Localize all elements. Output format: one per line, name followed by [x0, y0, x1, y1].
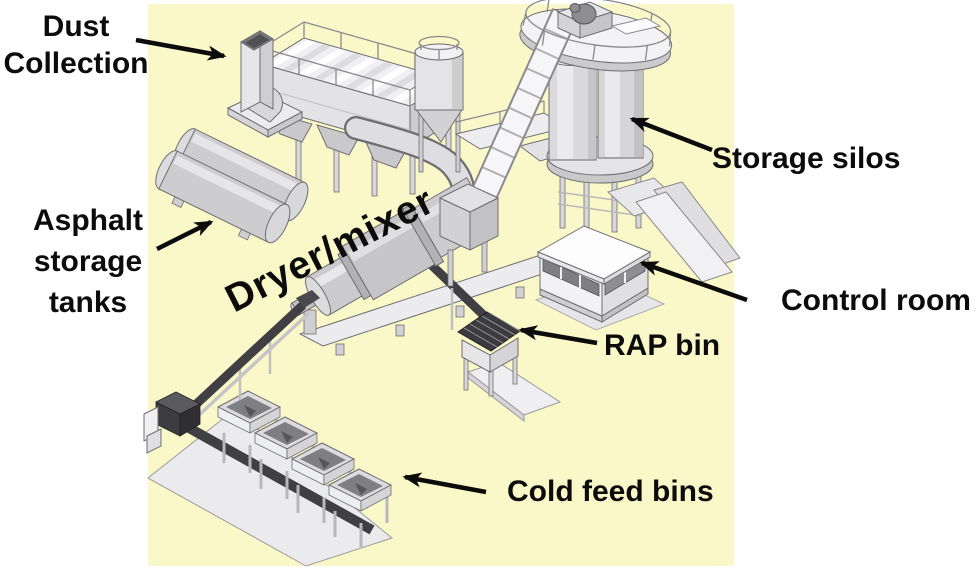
label-asphalt-storage-tanks: Asphalt storage tanks [6, 200, 170, 323]
arrow-rap-bin [518, 325, 598, 346]
arrow-dust-collection [135, 37, 227, 61]
label-line: tanks [48, 286, 128, 319]
arrow-control-room [639, 260, 748, 303]
label-dust-collection: Dust Collection [0, 8, 152, 82]
label-line: Collection [3, 47, 149, 80]
label-cold-feed-bins: Cold feed bins [507, 475, 714, 508]
dust-collection-stack [226, 30, 304, 138]
bucket-elevator [463, 8, 578, 218]
small-silo [413, 35, 464, 173]
label-line: Asphalt [32, 204, 143, 237]
control-room [534, 225, 666, 331]
arrow-cold-feed-bins [402, 472, 487, 495]
mixer-housing [438, 183, 500, 287]
label-control-room: Control room [781, 284, 971, 317]
asphalt-storage-tanks [155, 128, 309, 244]
label-storage-silos: Storage silos [712, 142, 901, 175]
silo-platform-railing [522, 0, 672, 61]
label-line: storage [33, 245, 143, 278]
silo-ramp [607, 177, 741, 283]
arrow-storage-silos [629, 116, 713, 153]
label-line: Dust [42, 10, 110, 43]
cold-feed-conveyor [143, 290, 320, 454]
annotation-arrows [135, 37, 748, 495]
rap-bin [457, 311, 562, 423]
cold-feed-bins [147, 390, 394, 567]
label-rap-bin: RAP bin [604, 329, 721, 362]
arrow-asphalt-tanks [155, 219, 214, 252]
